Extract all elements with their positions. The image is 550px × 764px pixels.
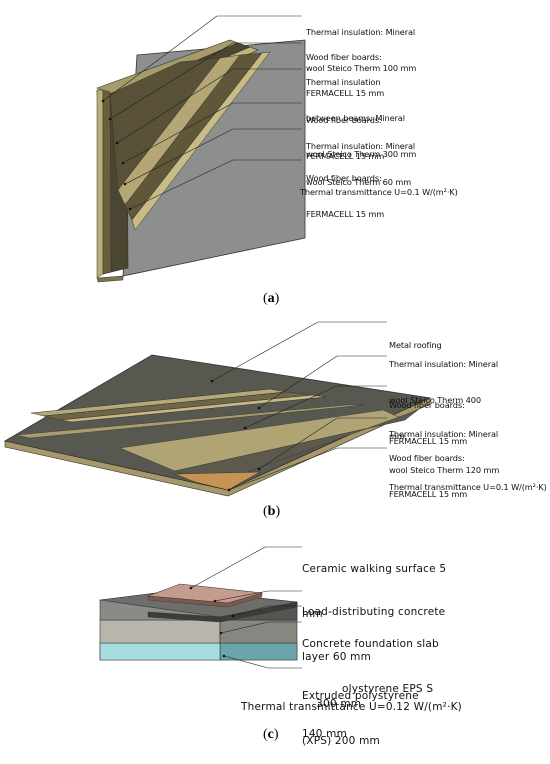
label-line: FERMACELL 15 mm	[389, 489, 468, 499]
caption-letter: a	[267, 291, 275, 306]
label-c-foundation-slab: Concrete foundation slab 300 mm olystyren…	[302, 607, 439, 757]
label-line-overlap: olystyrene EPS S	[342, 683, 434, 695]
caption-b: (b)	[263, 504, 281, 519]
label-line: Concrete foundation slab	[302, 638, 439, 650]
label-line: Wood fiber boards:	[306, 52, 382, 62]
label-line: wool Steico Therm 100 mm	[306, 63, 417, 73]
label-line: FERMACELL 15 mm	[306, 88, 385, 98]
caption-a: (a)	[263, 291, 280, 306]
label-line: 140 mm	[302, 728, 348, 740]
caption-letter: b	[267, 504, 276, 519]
label-line: 300 mm	[316, 698, 362, 710]
caption-letter: c	[267, 727, 274, 742]
label-a-insulation-100: Thermal insulation: Mineral wool Steico …	[306, 2, 416, 86]
label-b-insulation-120: Thermal insulation: Mineral wool Steico …	[389, 404, 499, 488]
label-line: wool Steico Therm 300 mm	[306, 149, 417, 159]
label-a-insulation-60: Thermal insulation: Mineral wool Steico …	[306, 116, 415, 200]
transmittance-c: Thermal transmittance U=0.12 W/(m²·K)	[241, 701, 462, 713]
label-a-insulation-300: Thermal insulation between beams: Minera…	[306, 52, 416, 172]
label-line: Thermal insulation: Mineral	[389, 429, 499, 439]
label-a-fermacell-2: Wood fiber boards: FERMACELL 15 mm	[306, 90, 384, 174]
label-line: wool Steico Therm 60 mm	[306, 177, 412, 187]
label-line: layer 60 mm	[302, 651, 372, 663]
label-line: FERMACELL 15 mm	[389, 436, 468, 446]
label-line: Thermal insulation	[306, 77, 381, 87]
label-a-fermacell-3: Wood fiber boards: FERMACELL 15 mm	[306, 148, 384, 232]
label-line: (XPS) 200 mm	[302, 735, 380, 747]
caption-c: (c)	[263, 727, 279, 742]
label-b-insulation-400: Thermal insulation: Mineral wool Steico …	[389, 334, 498, 454]
label-line: Load-distributing concrete	[302, 606, 446, 618]
label-line: mm	[302, 608, 323, 620]
label-line: FERMACELL 15 mm	[306, 209, 385, 219]
label-line: Metal roofing	[389, 340, 442, 350]
roof-section-drawing	[3, 321, 432, 497]
wall-section-drawing	[96, 15, 306, 283]
label-b-metal-roofing: Metal roofing	[389, 315, 442, 363]
label-line: between beams: Mineral	[306, 113, 405, 123]
label-b-fermacell-1: Wood fiber boards: FERMACELL 15 mm	[389, 375, 467, 459]
label-a-fermacell-1: Wood fiber boards: FERMACELL 15 mm	[306, 27, 384, 111]
label-line: Wood fiber boards:	[306, 173, 382, 183]
label-line: Thermal insulation: Mineral	[306, 27, 416, 37]
label-c-ceramic: Ceramic walking surface 5 mm	[302, 532, 446, 637]
label-b-fermacell-2: Wood fiber boards: FERMACELL 15 mm	[389, 428, 467, 512]
label-line: Thermal insulation: Mineral	[306, 141, 416, 151]
label-line: Wood fiber boards:	[389, 453, 465, 463]
label-line: Wood fiber boards:	[306, 115, 382, 125]
label-line: Thermal insulation: Mineral	[389, 359, 499, 369]
label-line: wool Steico Therm 120 mm	[389, 465, 500, 475]
label-line: Ceramic walking surface 5	[302, 563, 447, 575]
label-line: wool Steico Therm 400	[389, 395, 481, 405]
label-line: Extruded polystyrene	[302, 690, 419, 702]
transmittance-b: Thermal transmittance U=0.1 W/(m²·K)	[389, 482, 547, 492]
label-c-load-distributing: Load-distributing concrete layer 60 mm	[302, 575, 445, 680]
transmittance-a: Thermal transmittance U=0.1 W/(m²·K)	[300, 187, 458, 197]
label-c-xps: Extruded polystyrene (XPS) 200 mm	[302, 659, 419, 764]
floor-section-drawing	[99, 546, 302, 669]
label-line: Wood fiber boards:	[389, 400, 465, 410]
label-overlap-row: 300 mm olystyrene EPS S	[302, 682, 439, 710]
label-line: FERMACELL 15 mm	[306, 151, 385, 161]
label-line: mm	[389, 431, 405, 441]
